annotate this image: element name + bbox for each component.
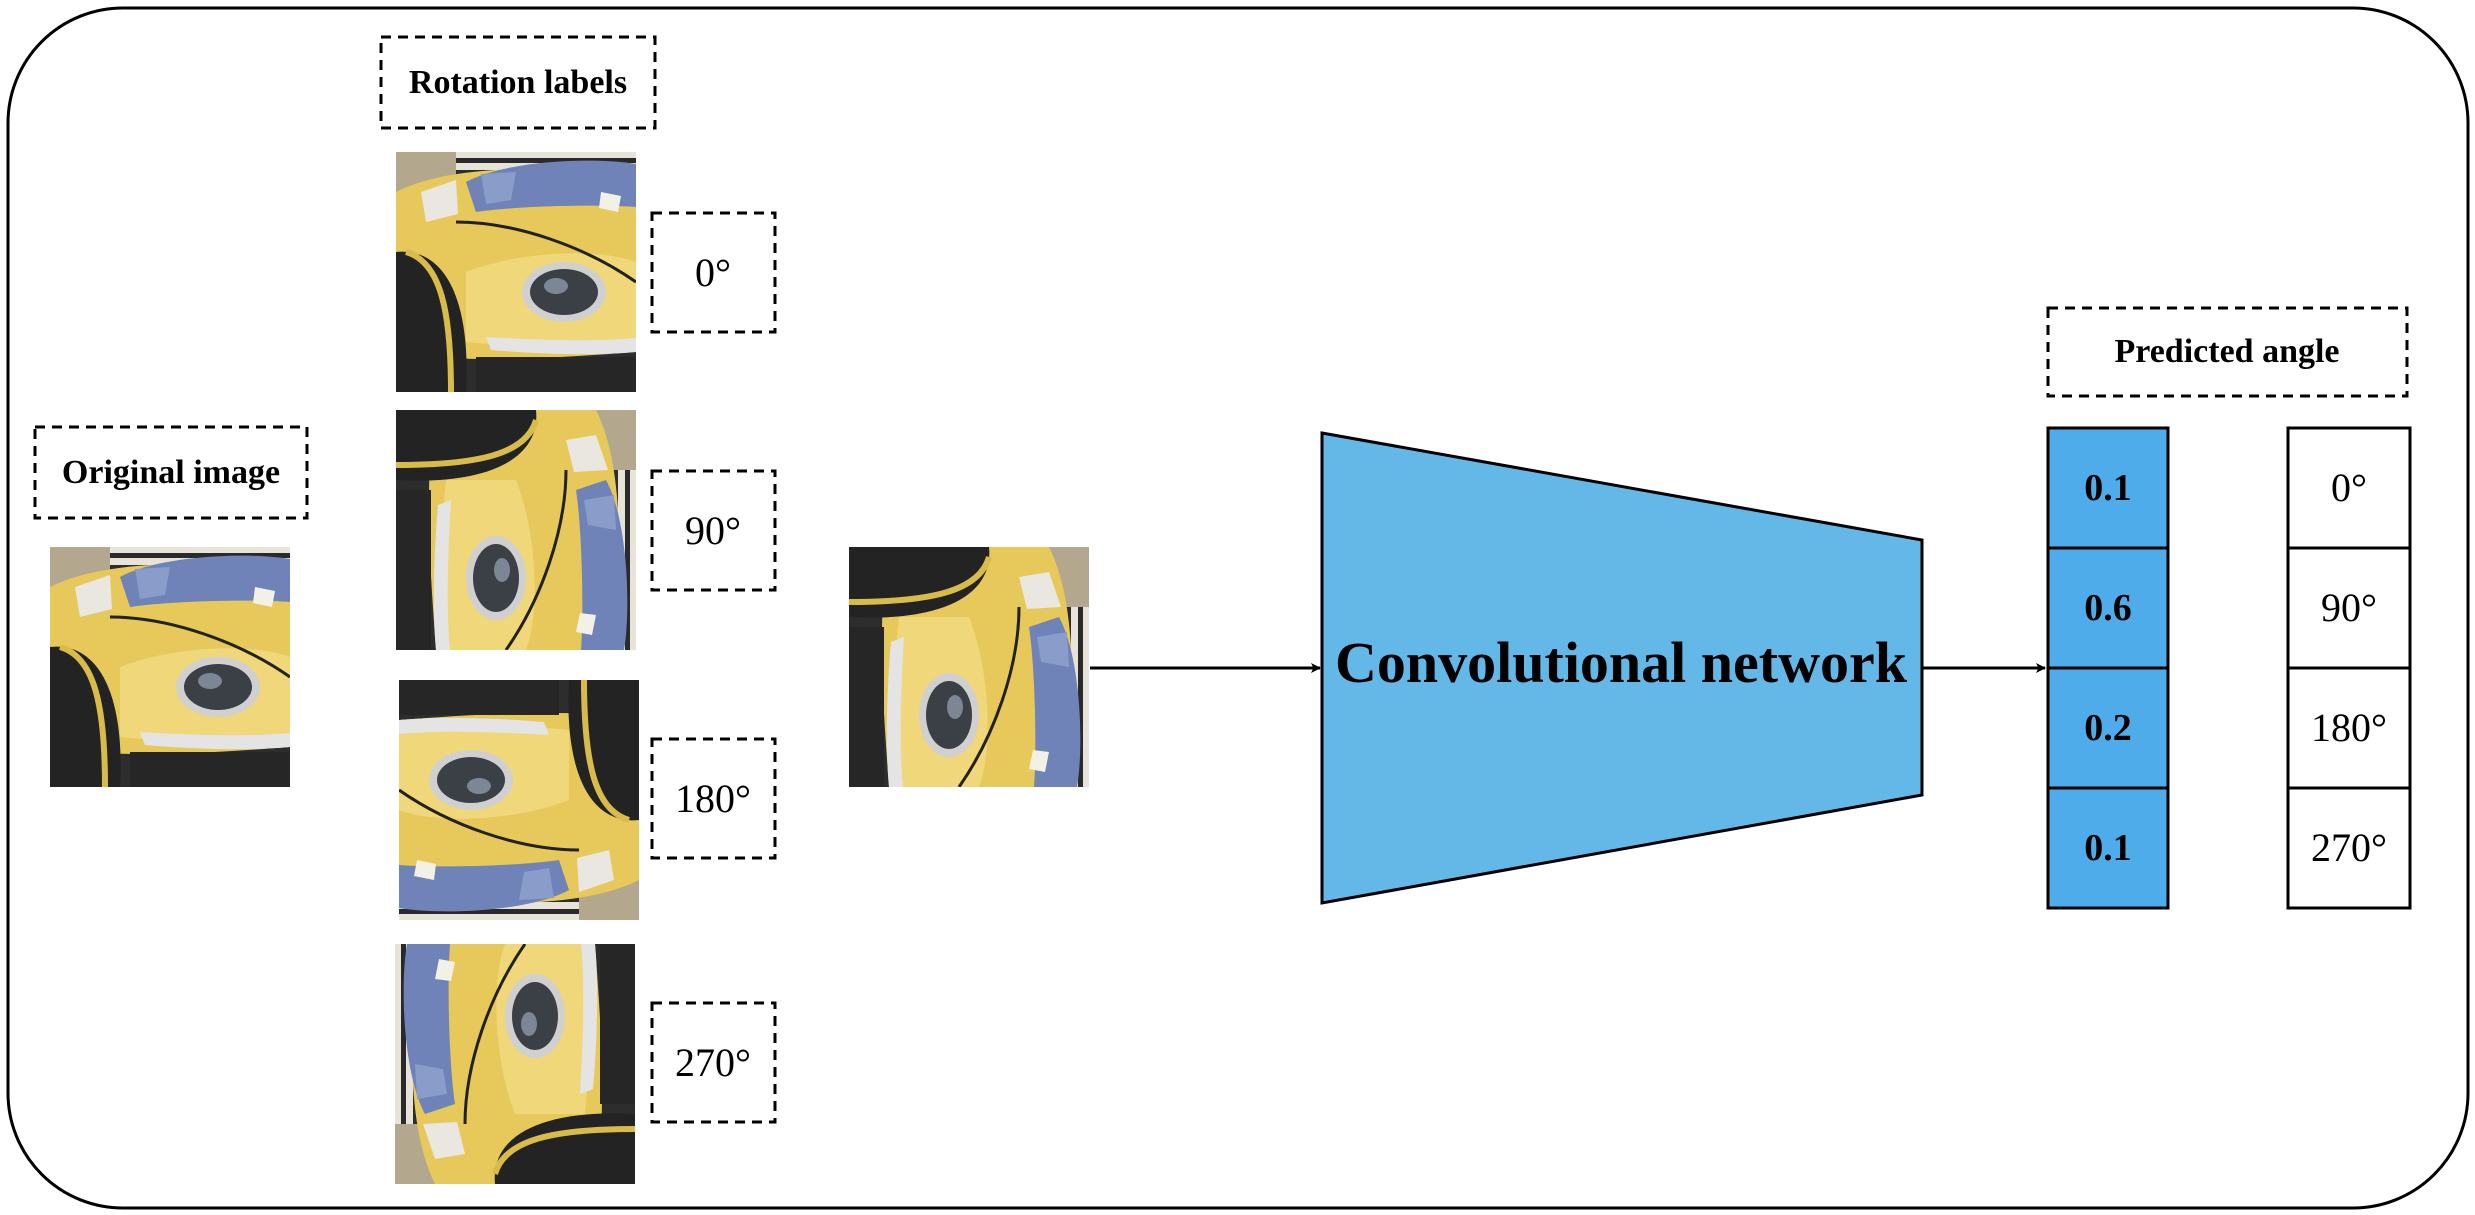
rotated-image-270 — [395, 944, 635, 1184]
rotation-label-180: 180° — [675, 776, 751, 821]
rotated-image-90 — [396, 410, 636, 650]
angle-column: 0° 90° 180° 270° — [2286, 426, 2412, 910]
original-image — [50, 547, 290, 787]
rotated-image-180 — [399, 680, 639, 920]
probability-value-3: 0.1 — [2084, 827, 2132, 869]
angle-cell-3 — [2286, 786, 2412, 910]
rotation-label-box-180: 180° — [650, 737, 777, 860]
rotation-label-box-270: 270° — [650, 1001, 777, 1124]
predicted-angle-title: Predicted angle — [2114, 333, 2339, 370]
original-image-label: Original image — [62, 454, 280, 491]
angle-cell-1 — [2286, 546, 2412, 670]
rotation-label-box-90: 90° — [650, 469, 777, 592]
rotation-label-0: 0° — [695, 250, 731, 295]
rotation-label-90: 90° — [685, 508, 741, 553]
probability-value-1: 0.6 — [2084, 587, 2132, 629]
angle-cell-2 — [2286, 666, 2412, 790]
original-image-label-box: Original image — [33, 425, 309, 520]
angle-value-3: 270° — [2311, 825, 2387, 870]
rotation-labels-title: Rotation labels — [409, 64, 627, 101]
angle-value-0: 0° — [2331, 465, 2367, 510]
predicted-angle-title-box: Predicted angle — [2046, 306, 2409, 398]
angle-value-2: 180° — [2311, 705, 2387, 750]
probability-cell-2 — [2046, 666, 2170, 790]
input-image — [849, 547, 1089, 787]
convolutional-network-block — [1320, 431, 1924, 905]
rotation-labels-title-box: Rotation labels — [379, 35, 657, 130]
rotation-label-270: 270° — [675, 1040, 751, 1085]
probability-cell-1 — [2046, 546, 2170, 670]
probability-value-2: 0.2 — [2084, 707, 2132, 749]
probability-cell-0 — [2046, 426, 2170, 550]
rotated-image-0 — [396, 152, 636, 392]
probability-value-0: 0.1 — [2084, 467, 2132, 509]
rotation-label-box-0: 0° — [650, 211, 777, 334]
probability-column: 0.1 0.6 0.2 0.1 — [2046, 426, 2170, 910]
probability-cell-3 — [2046, 786, 2170, 910]
convolutional-network-label: Convolutional network — [1335, 630, 1908, 695]
angle-cell-0 — [2286, 426, 2412, 550]
angle-value-1: 90° — [2321, 585, 2377, 630]
